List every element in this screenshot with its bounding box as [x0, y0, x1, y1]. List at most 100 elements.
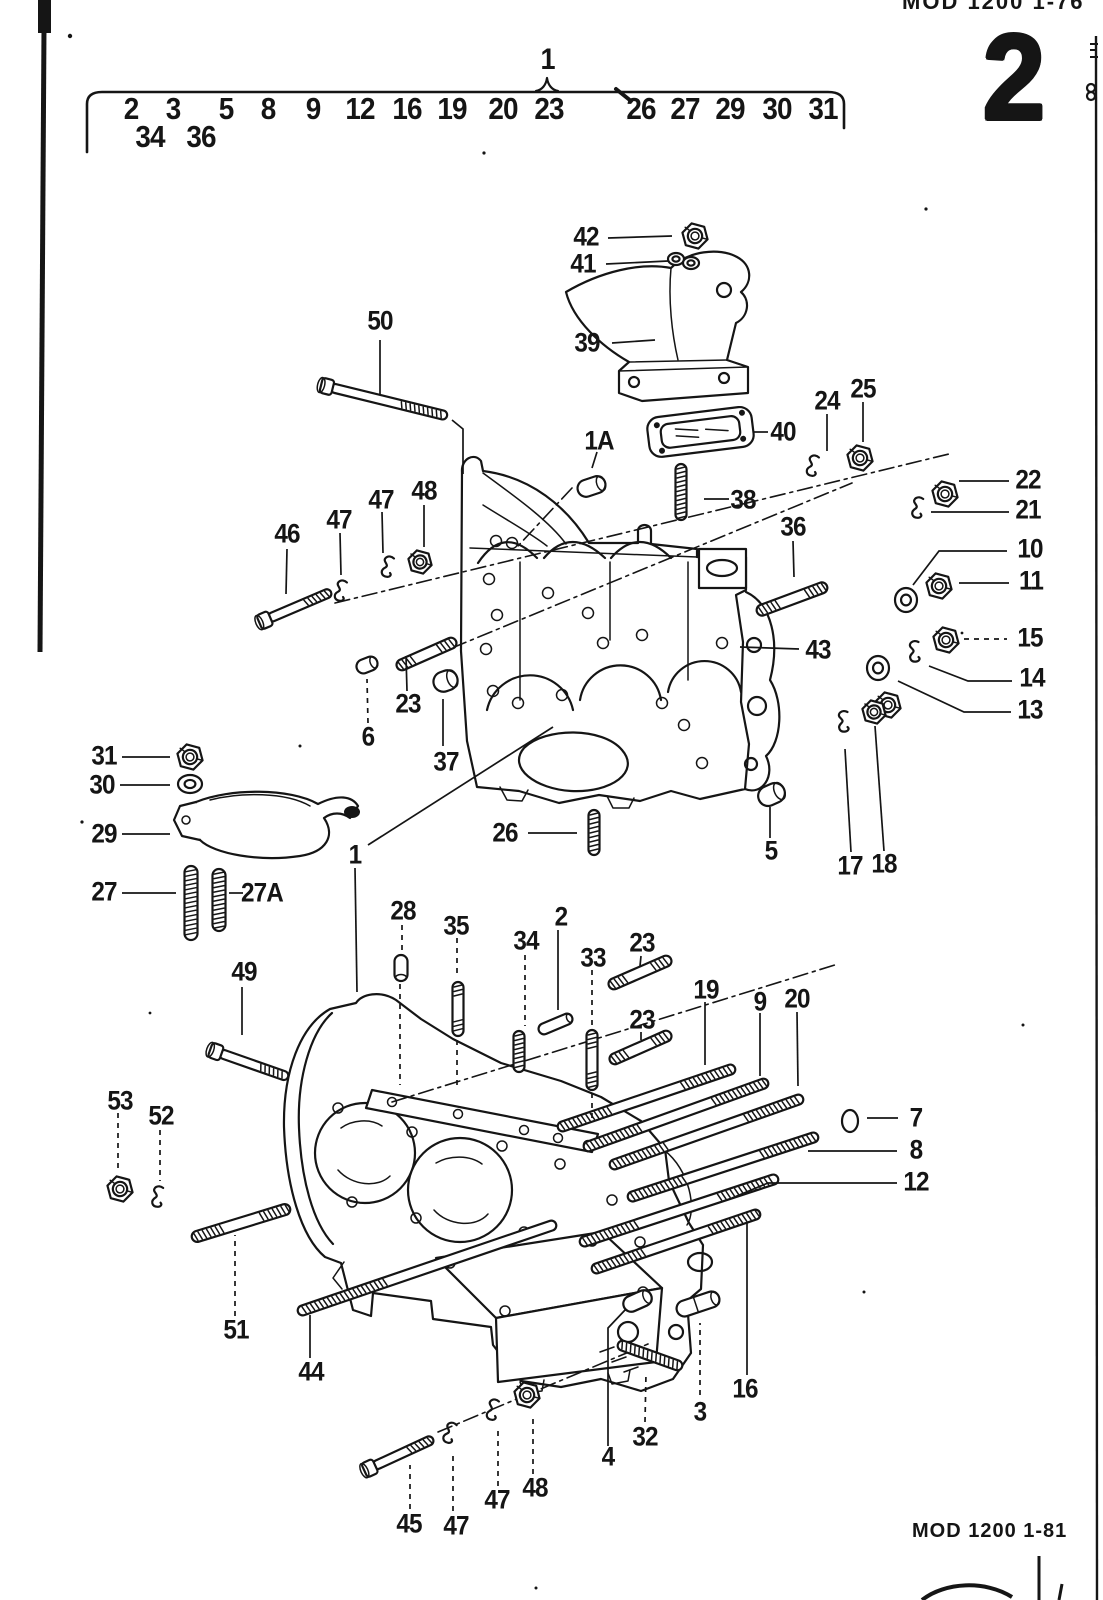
callout-47-a: 47: [326, 504, 352, 535]
callout-13: 13: [1017, 694, 1043, 725]
callout-22: 22: [1015, 464, 1041, 495]
clip-47d: [485, 1398, 501, 1421]
callout-26: 26: [492, 817, 518, 848]
leader-line: [928, 665, 1012, 682]
legend-number-9: 9: [305, 91, 322, 126]
stud-33: [585, 1028, 599, 1092]
callout-16: 16: [732, 1373, 758, 1404]
callout-5: 5: [764, 835, 779, 866]
callout-25: 25: [850, 373, 876, 404]
right-page-edge-line: [1094, 35, 1099, 1600]
washer-30: [176, 773, 204, 795]
callout-37: 37: [433, 746, 459, 777]
strainer-cover-gasket: [646, 405, 755, 458]
callout-36: 36: [780, 511, 806, 542]
stud-27a: [211, 867, 227, 933]
legend-number-5: 5: [218, 91, 235, 126]
page-edge-marks: [37, 0, 1099, 1600]
clip-47b: [380, 555, 396, 578]
legend-group-label: 1: [540, 43, 556, 76]
stud-27: [183, 864, 199, 942]
leader-line: [285, 548, 288, 595]
callout-38: 38: [730, 484, 756, 515]
leader-line: [731, 1182, 897, 1199]
callout-18: 18: [871, 848, 897, 879]
callout-47-d: 47: [484, 1484, 510, 1515]
leader-line: [605, 260, 669, 265]
legend-number-16: 16: [392, 91, 422, 126]
callout-11: 11: [1019, 565, 1044, 596]
leader-line: [354, 867, 358, 993]
stud-23b: [607, 954, 673, 991]
legend-number-26: 26: [626, 91, 656, 126]
callout-9: 9: [753, 986, 768, 1017]
washer-13: [865, 654, 891, 682]
callout-29: 29: [91, 818, 117, 849]
callout-6: 6: [361, 721, 376, 752]
callout-14: 14: [1019, 662, 1045, 693]
leader-line: [451, 419, 464, 474]
callout-1: 1: [348, 839, 363, 870]
stud-32: [616, 1339, 684, 1372]
plug-6: [355, 655, 379, 675]
callout-45: 45: [396, 1508, 422, 1539]
callout-46: 46: [274, 518, 300, 549]
footer-model-code: MOD 1200 1-81: [912, 1520, 1068, 1542]
sleeve-3: [675, 1290, 721, 1318]
header-model-code: MOD 1200 1-76: [902, 0, 1085, 14]
clip-52: [151, 1185, 165, 1208]
stud-12: [578, 1173, 780, 1248]
leader-line: [897, 680, 1011, 713]
leader-line: [591, 451, 598, 469]
washer-41a: [666, 251, 686, 267]
clip-17: [837, 710, 850, 733]
callout-34: 34: [513, 925, 539, 956]
leader-line: [644, 1372, 647, 1423]
leader-line: [874, 725, 885, 852]
callout-27: 27: [91, 876, 117, 907]
legend-number-20: 20: [488, 91, 518, 126]
washer-41b: [681, 255, 701, 271]
stud-38: [674, 462, 688, 522]
plug-37: [432, 669, 459, 693]
upper-crankcase-half: [459, 455, 781, 809]
callout-48-b: 48: [522, 1472, 548, 1503]
callout-30: 30: [89, 769, 115, 800]
legend-number-34: 34: [135, 119, 165, 154]
assembly-axes: [334, 452, 954, 1433]
callout-19: 19: [693, 974, 719, 1005]
bolt-46: [254, 588, 333, 631]
oil-suction-pickup: [172, 790, 360, 860]
nut-15: [932, 626, 960, 654]
callout-3: 3: [693, 1396, 708, 1427]
legend-number-8: 8: [260, 91, 277, 126]
stud-19: [556, 1063, 737, 1133]
stud-44: [296, 1219, 558, 1317]
clip-14: [908, 640, 921, 663]
leader-line: [796, 1011, 799, 1087]
legend-number-2: 2: [123, 91, 140, 126]
leader-line: [639, 955, 642, 967]
callout-50: 50: [367, 305, 393, 336]
callout-17: 17: [837, 850, 863, 881]
leader-line: [607, 1308, 627, 1446]
oring-7: [840, 1108, 860, 1134]
leader-line: [381, 511, 384, 554]
leader-line: [844, 748, 852, 853]
callout-49: 49: [231, 956, 257, 987]
callout-43: 43: [805, 634, 831, 665]
callout-23-lower: 23: [629, 1004, 655, 1035]
callout-10: 10: [1017, 533, 1043, 564]
leader-line: [611, 339, 656, 344]
stud-16: [590, 1208, 762, 1275]
bolt-45: [359, 1435, 435, 1479]
nut-25: [846, 444, 874, 472]
callout-42: 42: [573, 221, 599, 252]
leader-line: [339, 532, 342, 576]
nut-31: [176, 743, 204, 771]
scan-specks: [67, 33, 1025, 1590]
washer-10: [893, 586, 919, 614]
leader-line: [367, 726, 554, 846]
clip-47c: [442, 1421, 458, 1444]
